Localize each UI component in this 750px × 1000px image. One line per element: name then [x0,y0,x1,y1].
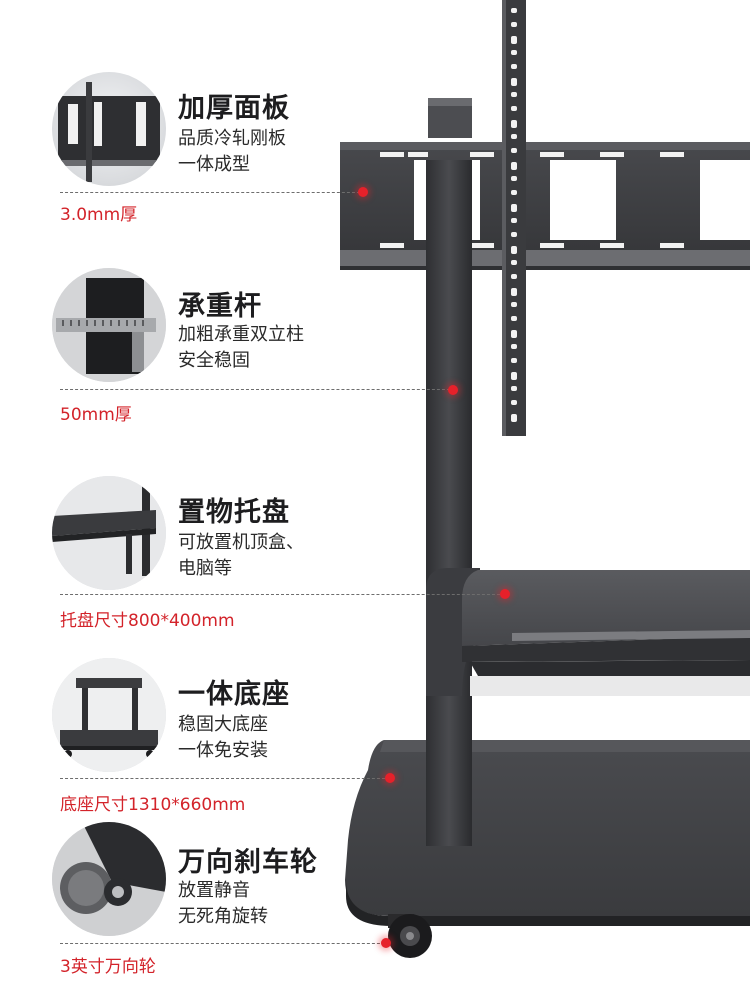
feature-desc-line: 放置静音 [178,880,250,901]
panel-thumbnail [52,72,166,186]
feature-title: 承重杆 [178,291,262,322]
marker-dot [385,773,395,783]
feature-title: 一体底座 [178,679,290,710]
pole-caliper-thumbnail [52,268,166,382]
feature-desc-line: 一体免安装 [178,740,268,761]
feature-spec: 底座尺寸1310*660mm [60,795,246,815]
leader-line [60,192,360,193]
tray [462,570,750,696]
feature-spec: 50mm厚 [60,405,132,425]
feature-desc-line: 稳固大底座 [178,714,268,735]
caster-wheel [388,914,432,958]
caster-wheel-thumbnail [52,822,166,936]
feature-desc-line: 无死角旋转 [178,906,268,927]
feature-base: 一体底座 稳固大底座 一体免安装 底座尺寸1310*660mm [52,658,395,815]
marker-dot [500,589,510,599]
leader-line [60,943,390,944]
marker-dot [448,385,458,395]
marker-dot [381,938,391,948]
feature-desc-line: 一体成型 [178,154,250,175]
base-thumbnail [52,658,166,772]
feature-desc-line: 加粗承重双立柱 [178,324,304,345]
feature-desc-line: 可放置机顶盒、 [178,532,304,553]
feature-spec: 3英寸万向轮 [60,957,156,977]
feature-desc-line: 安全稳固 [178,350,250,371]
feature-title: 万向刹车轮 [178,847,318,878]
feature-pole: 承重杆 加粗承重双立柱 安全稳固 50mm厚 [0,0,750,430]
feature-panel: 加厚面板 品质冷轧刚板 一体成型 3.0mm厚 [0,0,750,230]
marker-dot [358,187,368,197]
feature-title: 加厚面板 [178,93,290,124]
feature-tray: 置物托盘 可放置机顶盒、 电脑等 托盘尺寸800*400mm [52,476,510,631]
feature-title: 置物托盘 [178,497,290,528]
feature-desc-line: 电脑等 [178,558,232,579]
leader-line [60,778,390,779]
leader-line [60,389,450,390]
feature-desc-line: 品质冷轧刚板 [178,128,286,149]
feature-spec: 3.0mm厚 [60,205,138,225]
feature-spec: 托盘尺寸800*400mm [60,611,235,631]
leader-line [60,594,500,595]
tray-thumbnail [52,476,166,590]
